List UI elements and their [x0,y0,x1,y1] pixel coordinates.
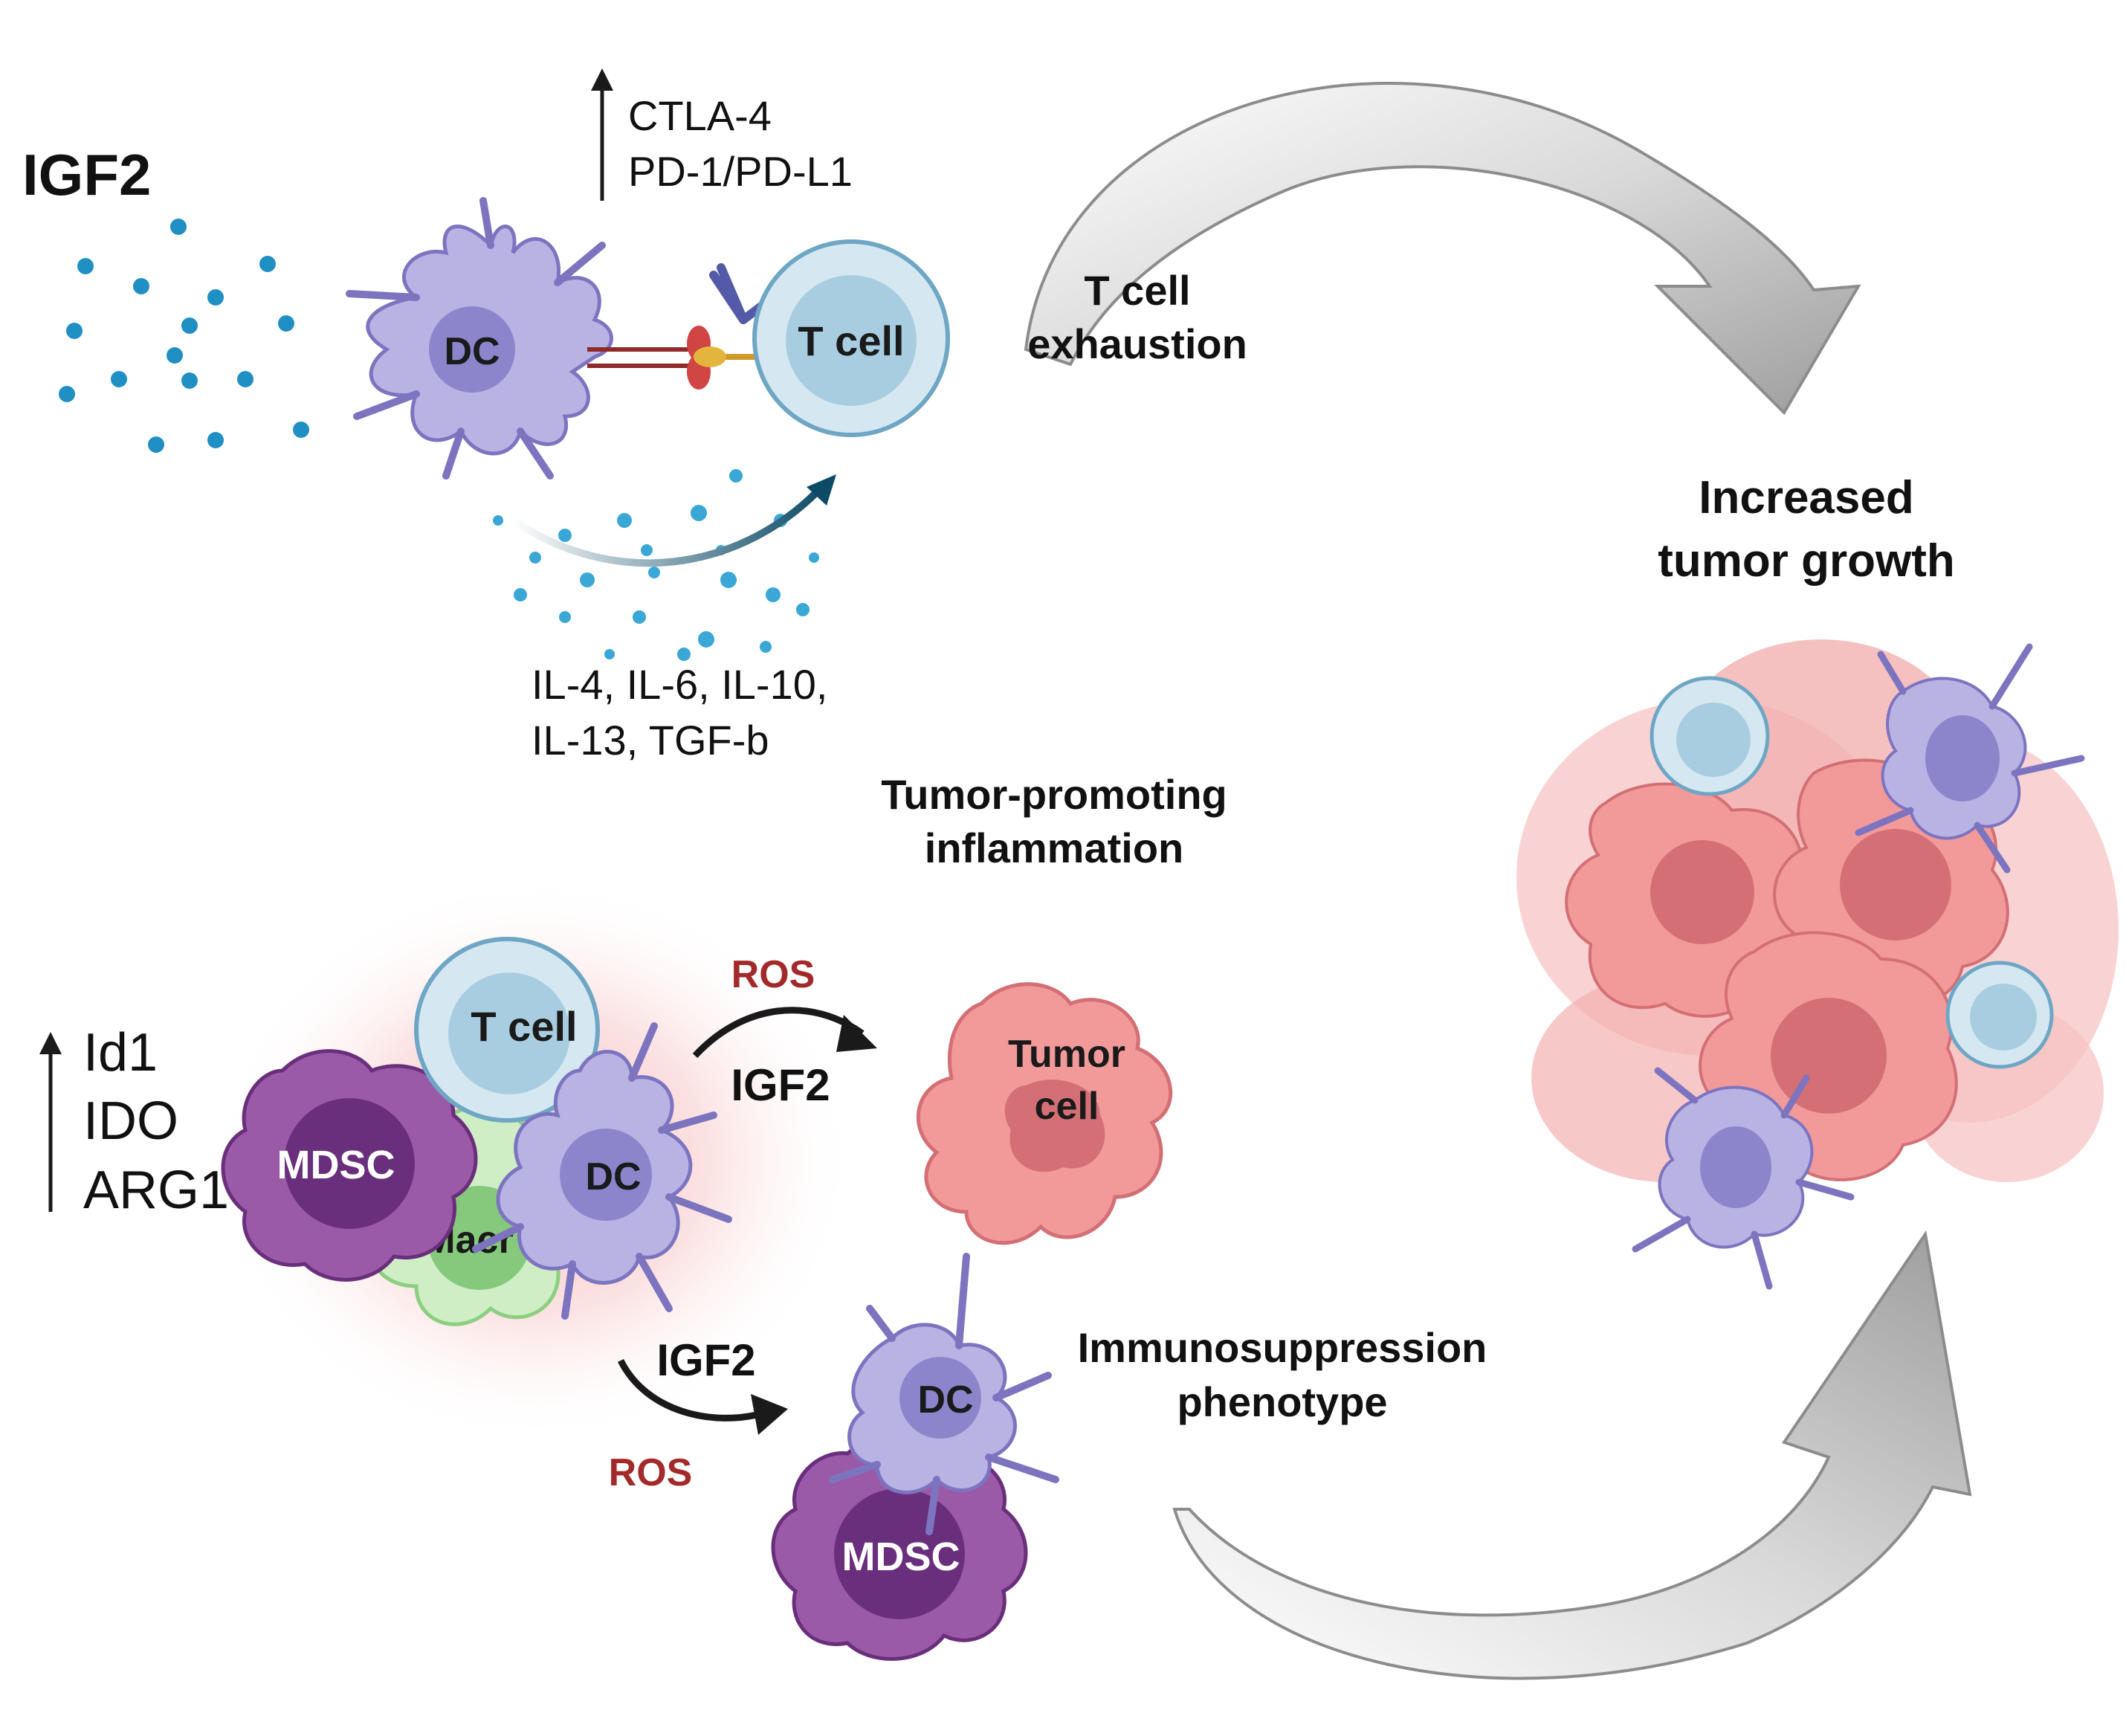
molecule-dot [111,371,127,387]
molecule-dot [170,219,187,235]
ros-label-bottom: ROS [609,1451,693,1494]
molecule-dot [59,386,75,402]
molecule-dot [633,610,646,624]
dc-label-bottom: DC [917,1378,973,1422]
dc-label-middle: DC [585,1155,641,1198]
molecule-dot [720,572,737,588]
tumor-mass [1516,639,2119,1290]
molecule-dot [66,323,83,339]
cytokines-line2: IL-13, TGF-b [532,717,769,764]
dc-bottom-nucleus [899,1357,981,1439]
immunosuppression-line2: phenotype [1177,1378,1387,1425]
increased-tumor-growth-line2: tumor growth [1658,535,1955,587]
molecule-dot [698,631,714,648]
igf2-molecules [59,219,309,453]
cytokines-line1: IL-4, IL-6, IL-10, [532,661,827,708]
tumor-cell [916,982,1173,1245]
marker-id1: Id1 [83,1023,158,1082]
tumor-cell-label-line1: Tumor [1008,1033,1125,1076]
tumor-cell-label-line2: cell [1035,1085,1099,1128]
igf2-title: IGF2 [22,142,151,207]
receptor-ligand-pair [587,326,781,390]
t-cell-mass-2 [1945,961,2054,1069]
t-cell-middle-nucleus [448,972,570,1094]
molecule-dot [181,317,198,334]
molecule-dot [493,515,503,526]
molecule-dot [259,256,276,272]
dc-nucleus [429,306,515,393]
molecule-dot [181,372,198,389]
molecule-dot [167,347,183,364]
t-cell-nucleus [786,275,917,406]
t-cell-mass-1 [1650,676,1770,796]
marker-ido: IDO [83,1091,178,1151]
upregulation-arrow-markers [39,1032,62,1212]
molecule-dot [691,505,707,521]
big-arrow-bottom [1172,1230,1972,1680]
t-cell-exhaustion-line2: exhaustion [1027,320,1247,367]
molecule-dot [278,315,294,332]
cytokine-arrowhead [807,474,836,506]
molecule-dot [617,513,632,528]
molecule-dot [648,567,660,578]
tumor-promoting-inflammation-line2: inflammation [925,825,1183,871]
t-cell-top [752,239,950,437]
mdsc-middle [221,1049,478,1282]
t-cell-middle [414,937,600,1123]
upregulation-arrow-checkpoints [591,68,613,201]
molecule-dot [529,552,541,564]
dendritic-cell-bottom [829,1253,1059,1535]
ros-label-middle: ROS [731,953,815,996]
molecule-dot [133,278,149,294]
dc-middle-nucleus [560,1129,652,1221]
igf2-label-bottom: IGF2 [656,1335,755,1385]
molecule-dot [514,588,527,601]
molecule-dot [677,648,691,661]
igf2-label-middle: IGF2 [731,1060,830,1110]
igf2-arrowhead-middle [836,1015,877,1052]
increased-tumor-growth-line1: Increased [1699,472,1914,523]
tumor-promoting-inflammation-line1: Tumor-promoting [881,771,1227,818]
cytokine-molecules [493,469,819,661]
molecule-dot [237,371,253,387]
molecule-dot [729,469,743,483]
molecule-dot [148,436,164,453]
molecule-dot [207,289,224,306]
molecule-dot [558,529,572,542]
dendritic-cell-top [346,197,613,480]
igf2-arrow-middle [692,1007,865,1059]
mdsc-nucleus [284,1098,415,1229]
molecule-dot [293,422,309,438]
igf2-arrowhead-bottom [751,1394,788,1435]
t-cell-label-top: T cell [798,317,904,364]
cytokine-release-arrow [511,480,828,567]
igf2-arrow-bottom [617,1358,767,1422]
molecule-dot [604,649,615,659]
molecule-dot [641,544,653,556]
dendritic-cell-middle [472,1022,732,1320]
molecule-dot [796,603,810,616]
immunosuppression-line1: Immunosuppression [1078,1324,1487,1371]
checkpoint-pd1-pdl1: PD-1/PD-L1 [628,148,853,195]
dc-label-top: DC [444,330,500,373]
t-cell-exhaustion-line1: T cell [1084,267,1190,314]
big-arrow-top [1024,81,1861,416]
mdsc-label-bottom: MDSC [842,1535,960,1579]
molecule-dot [760,641,772,653]
molecule-dot [77,258,94,274]
molecule-dot [559,611,571,623]
molecule-dot [580,572,595,587]
mdsc-label-middle: MDSC [277,1143,395,1187]
t-cell-label-middle: T cell [471,1003,577,1050]
molecule-dot [809,552,819,563]
molecule-dot [766,587,781,602]
checkpoint-ctla4: CTLA-4 [628,92,772,139]
dc-mass-1 [1855,643,2085,874]
dc-mass-2 [1632,1067,1855,1290]
molecule-dot [207,432,224,448]
marker-arg1: ARG1 [83,1161,229,1220]
